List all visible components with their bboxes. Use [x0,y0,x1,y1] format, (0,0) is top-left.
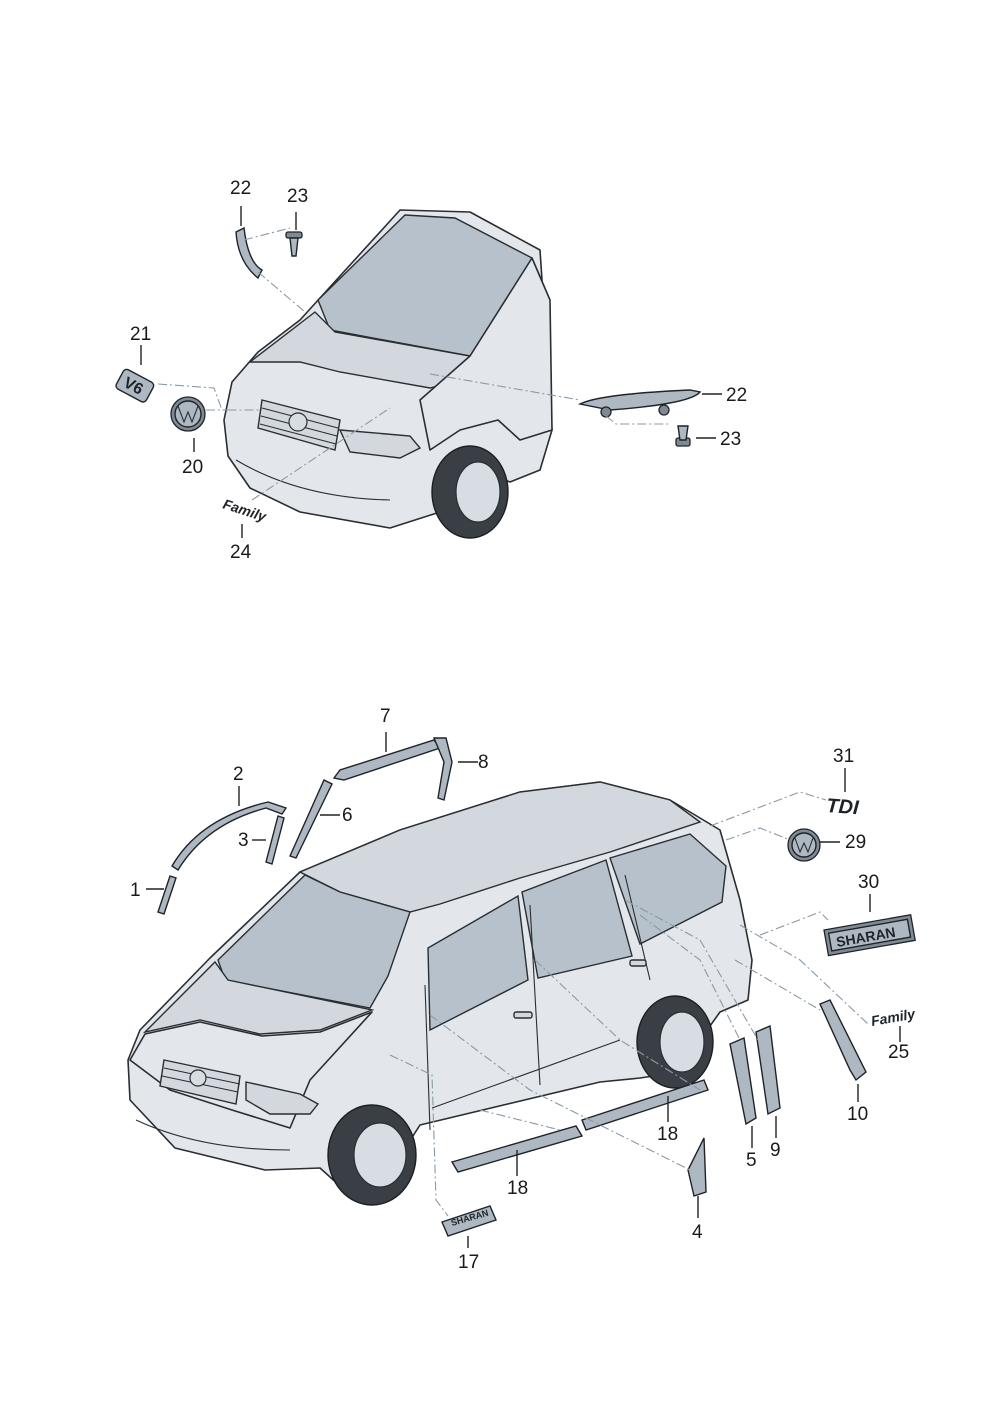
pillar-trim-4 [687,1137,707,1197]
family-badge-front: Family [221,496,269,525]
windscreen-trim-strip-left [235,226,263,280]
callout-9: 9 [770,1140,781,1161]
svg-text:Family: Family [221,496,269,525]
callout-17: 17 [458,1252,479,1273]
callout-10: 10 [847,1104,868,1125]
callout-22-right: 22 [726,385,747,406]
trim-strip-7 [332,739,442,781]
callout-30: 30 [858,872,879,893]
callout-18-upper: 18 [657,1124,678,1145]
callout-2: 2 [233,764,244,785]
callout-21: 21 [130,324,151,345]
callout-24: 24 [230,542,252,563]
front-view-leader-lines [140,206,722,538]
callout-22-top: 22 [230,178,251,199]
callout-3: 3 [238,830,249,851]
screw-right [675,425,691,447]
svg-text:TDI: TDI [826,795,860,819]
sill-plate-18-lower [450,1125,584,1173]
callout-4: 4 [692,1222,703,1243]
side-view-leader-lines [146,732,901,1248]
vw-emblem-rear [787,828,821,862]
callout-23-right: 23 [720,429,741,450]
v6-badge: V6 [115,368,155,403]
callout-1: 1 [130,880,141,901]
callout-8: 8 [478,752,489,773]
pillar-trim-9 [755,1024,781,1116]
side-car-illustration [127,781,753,1206]
callout-20: 20 [182,457,203,478]
trim-strip-8 [432,737,453,801]
svg-text:Family: Family [870,1005,918,1029]
family-badge-rear: Family [870,1005,918,1029]
callout-31: 31 [833,746,854,767]
callout-29: 29 [845,832,866,853]
callout-6: 6 [342,805,353,826]
screw-top [285,231,303,257]
callout-25: 25 [888,1042,909,1063]
windscreen-trim-strip-right [577,389,702,411]
tdi-badge: TDI [826,795,860,819]
callout-23-top: 23 [287,186,308,207]
callout-5: 5 [746,1150,757,1171]
front-car-illustration [223,209,553,539]
pillar-trim-10 [819,999,867,1082]
sharan-badge-side: SHARAN [441,1205,497,1237]
pillar-trim-5 [729,1036,757,1126]
trim-strip-3 [265,815,285,865]
side-view-parts: TDI SHARAN Family SH [157,737,918,1237]
callout-labels: 22 23 21 20 24 22 23 7 2 8 6 3 1 31 29 3… [130,178,909,1273]
trim-strip-2 [171,801,288,871]
trim-strip-6 [289,779,333,859]
vw-emblem-front [170,396,206,432]
trim-strip-1 [157,875,177,915]
callout-7: 7 [380,706,391,727]
front-view-parts: V6 Family [115,226,702,525]
sill-plate-18-upper [581,1079,709,1131]
sharan-badge-rear: SHARAN [823,913,916,957]
callout-18-lower: 18 [507,1178,528,1199]
